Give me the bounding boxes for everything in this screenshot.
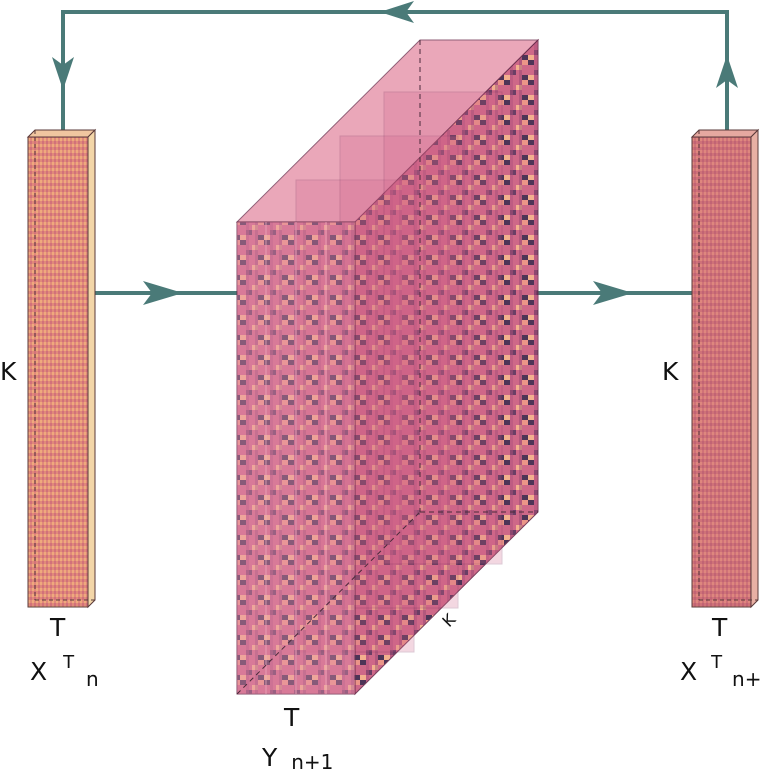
tensor-block xyxy=(235,38,540,696)
left-vector-name-main: X xyxy=(30,657,47,686)
right-vector-block xyxy=(690,128,760,609)
right-vector-name-sup: T xyxy=(710,652,723,673)
left-vector-block xyxy=(26,128,97,609)
left-vector-bottom-label: T xyxy=(49,613,66,642)
tensor-name-sub: n+1 xyxy=(291,750,333,771)
arrowhead-right-icon xyxy=(143,281,183,305)
tensor-depth-label: K xyxy=(438,610,459,631)
left-vector-name: X T n xyxy=(30,645,99,691)
arrowhead-left-icon xyxy=(380,1,414,23)
right-vector-name-main: X xyxy=(680,657,697,686)
left-vector-side-label: K xyxy=(0,357,17,386)
right-vector-name: X T n+1 xyxy=(680,645,760,691)
arrowhead-up-icon xyxy=(716,55,738,88)
tensor-bottom-label: T xyxy=(283,703,300,732)
arrowhead-down-icon xyxy=(52,57,74,90)
arrowhead-right-icon xyxy=(593,281,633,305)
right-vector-name-sub: n+1 xyxy=(732,667,760,691)
left-vector-name-sup: T xyxy=(62,652,75,673)
right-vector-bottom-label: T xyxy=(711,613,728,642)
tensor-name-main: Y xyxy=(261,743,278,771)
right-vector-side-label: K xyxy=(662,357,679,386)
tensor-name: Y n+1 xyxy=(261,743,333,771)
left-vector-name-sub: n xyxy=(86,667,99,691)
